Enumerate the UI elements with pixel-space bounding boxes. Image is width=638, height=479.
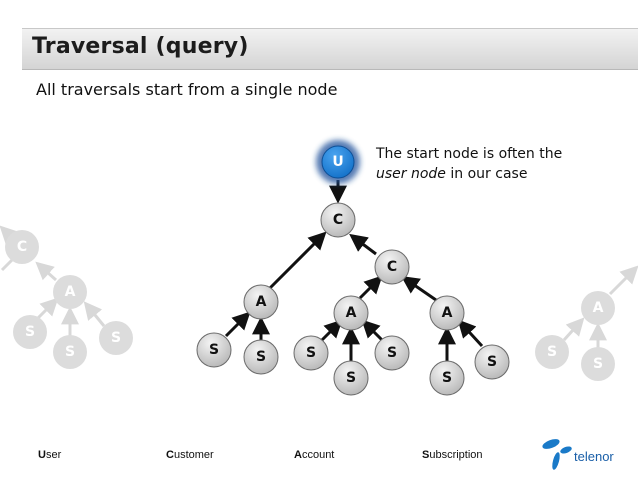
svg-text:C: C [387,259,397,275]
subscription-node: S [474,344,510,380]
ghost-subscription-node: S [53,335,87,369]
svg-text:A: A [65,284,76,300]
slide-subtitle: All traversals start from a single node [36,80,338,99]
ghost-subscription-node: S [581,347,615,381]
svg-text:S: S [209,342,219,358]
legend-user: User [38,449,62,461]
edge-sub-account2 [361,319,384,342]
ghost-graph-left: C A S S S [0,225,133,369]
ghost-subscription-node: S [535,335,569,369]
subscription-node: S [293,335,329,371]
subscription-node: S [429,360,465,396]
telenor-logo-icon [542,439,572,470]
user-node: U [316,140,360,184]
annotation-line-1: The start node is often the [376,146,563,162]
svg-text:S: S [306,345,316,361]
brand-name: telenor [574,449,614,464]
slide-title: Traversal (query) [32,34,249,59]
svg-text:S: S [387,345,397,361]
svg-text:U: U [332,154,343,170]
edge-sub-account3 [457,319,484,348]
edge-sub-account2 [320,319,343,342]
svg-text:A: A [346,305,357,321]
ghost-graph-right: A S S [535,265,638,381]
edge-account2-customer2 [358,275,383,300]
subscription-node: S [374,335,410,371]
subscription-node: S [196,332,232,368]
ghost-account-node: A [53,275,87,309]
account-node: A [243,284,279,320]
customer-node: C [374,249,410,285]
title-bar: Traversal (query) [22,28,638,70]
ghost-account-node: A [581,291,615,325]
edge-customer2-customer [349,233,377,256]
svg-text:A: A [593,300,604,316]
svg-text:A: A [442,305,453,321]
subscription-node: S [333,360,369,396]
svg-text:S: S [547,344,557,360]
svg-text:S: S [346,370,356,386]
account-node: A [333,295,369,331]
main-graph-edges [224,180,484,362]
ghost-subscription-node: S [13,315,47,349]
svg-text:S: S [25,324,35,340]
svg-text:S: S [593,356,603,372]
svg-text:C: C [333,212,343,228]
annotation-emphasis: user node [376,166,446,182]
ghost-customer-node: C [5,230,39,264]
start-node-annotation: The start node is often the user node in… [376,144,616,184]
account-node: A [429,295,465,331]
edge-account3-customer2 [401,275,437,302]
svg-text:A: A [256,294,267,310]
svg-text:S: S [256,349,266,365]
edge-account-customer [268,231,327,290]
svg-text:S: S [65,344,75,360]
edge-sub-account [224,311,251,338]
customer-node: C [320,202,356,238]
subscription-node: S [243,339,279,375]
svg-text:S: S [487,354,497,370]
legend-subscription: Subscription [422,449,483,461]
legend-customer: Customer [166,449,214,461]
svg-text:S: S [111,330,121,346]
ghost-subscription-node: S [99,321,133,355]
legend-account: Account [294,449,335,461]
svg-text:S: S [442,370,452,386]
svg-text:C: C [17,239,27,255]
annotation-line-2: in our case [445,166,528,182]
